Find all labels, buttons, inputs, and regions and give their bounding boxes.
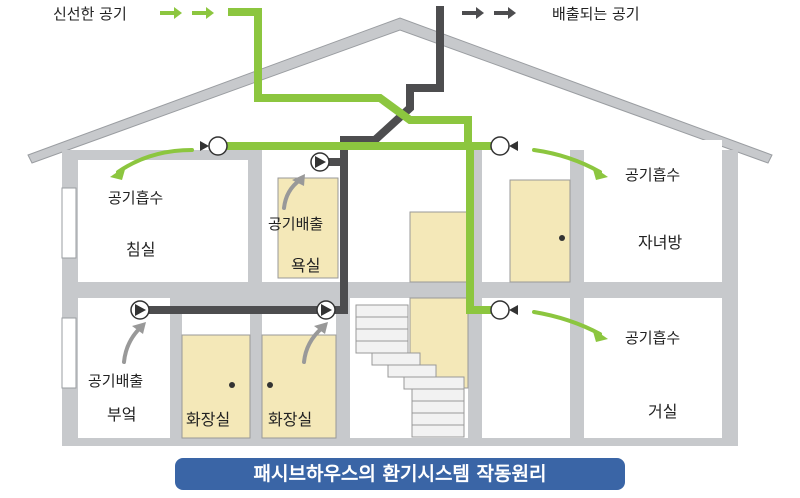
exhaust-vent-toilet xyxy=(316,300,336,320)
room-bathroom: 욕실 xyxy=(291,256,321,275)
upper-door-1 xyxy=(409,211,469,283)
exhaust-air-legend: 배출되는 공기 xyxy=(552,5,640,23)
fresh-air-legend: 신선한 공기 xyxy=(53,5,127,23)
supply-vent-kids-room xyxy=(490,136,518,156)
caption-banner: 패시브하우스의 환기시스템 작동원리 xyxy=(175,458,625,490)
room-toilet-1: 화장실 xyxy=(186,410,231,429)
exhaust-arrow-toilet xyxy=(302,326,324,364)
air-exhaust-label-bathroom: 공기배출 xyxy=(268,215,324,233)
air-exhaust-label-kitchen: 공기배출 xyxy=(88,372,144,390)
airflow-arrowheads xyxy=(110,166,608,342)
room-bedroom: 침실 xyxy=(126,240,156,259)
air-supply-label-living-room: 공기흡수 xyxy=(625,329,681,347)
room-toilet-2: 화장실 xyxy=(268,410,313,429)
supply-vent-living-room xyxy=(490,300,518,320)
fresh-air-legend-arrows xyxy=(160,7,214,19)
fresh-air-duct xyxy=(226,8,500,314)
doors xyxy=(181,177,571,439)
toilet-2-door xyxy=(261,334,337,439)
room-living: 거실 xyxy=(648,402,678,421)
upper-door-2 xyxy=(509,179,571,283)
vents xyxy=(130,136,518,320)
exhaust-vent-bathroom xyxy=(310,152,330,172)
room-kids: 자녀방 xyxy=(638,233,683,252)
toilet-1-door xyxy=(181,334,251,439)
air-supply-label-bedroom: 공기흡수 xyxy=(108,189,164,207)
room-kitchen: 부엌 xyxy=(107,405,137,424)
exhaust-legend-arrows xyxy=(462,7,516,19)
staircase xyxy=(355,304,465,438)
exhaust-vent-kitchen xyxy=(130,300,150,320)
exhaust-arrow-kitchen xyxy=(122,326,142,364)
supply-vent-bedroom xyxy=(200,136,228,156)
caption-title: 패시브하우스의 환기시스템 작동원리 xyxy=(253,463,547,485)
air-supply-label-kids-room: 공기흡수 xyxy=(625,166,681,184)
